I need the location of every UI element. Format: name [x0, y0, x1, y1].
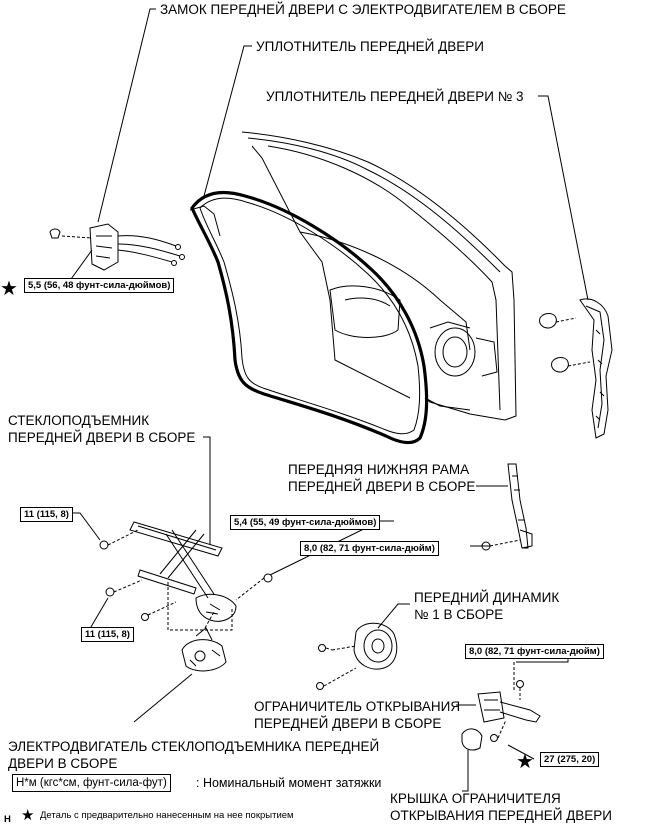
- precoat-star-icon: ★: [21, 806, 35, 824]
- door-checker-assembly: [477, 662, 541, 742]
- label-lower-frame-line1: ПЕРЕДНЯЯ НИЖНЯЯ РАМА: [288, 462, 470, 477]
- leader-lines: [58, 8, 589, 792]
- label-regulator-motor-line1: ЭЛЕКТРОДВИГАТЕЛЬ СТЕКЛОПОДЪЕМНИКА ПЕРЕДН…: [8, 739, 380, 754]
- regulator-motor: [181, 611, 227, 672]
- door-lock-assembly: [49, 223, 185, 271]
- legend-unit-box: Н*м (кгс*см, фунт-сила-фут): [12, 774, 171, 792]
- label-speaker-line1: ПЕРЕДНИЙ ДИНАМИК: [414, 590, 560, 605]
- torque-lock-screw: 5,5 (56, 48 фунт-сила-дюймов): [24, 278, 175, 293]
- label-door-lock: ЗАМОК ПЕРЕДНЕЙ ДВЕРИ С ЭЛЕКТРОДВИГАТЕЛЕМ…: [160, 2, 566, 17]
- torque-lower-frame: 8,0 (82, 71 фунт-сила-дюйм): [300, 541, 439, 556]
- corner-mark: H: [4, 814, 11, 825]
- label-weatherstrip-no3: УПЛОТНИТЕЛЬ ПЕРЕДНЕЙ ДВЕРИ № 3: [266, 89, 524, 104]
- clip-icon: [539, 313, 591, 373]
- label-checker-cover-line2: ОТКРЫВАНИЯ ПЕРЕДНЕЙ ДВЕРИ: [390, 808, 613, 823]
- lower-door-frame: [481, 463, 533, 551]
- label-lower-frame-line2: ПЕРЕДНЕЙ ДВЕРИ В СБОРЕ: [288, 479, 476, 494]
- label-speaker-line2: № 1 В СБОРЕ: [414, 607, 504, 622]
- label-regulator-motor-line2: ДВЕРИ В СБОРЕ: [8, 756, 118, 771]
- torque-regulator-motor: 5,4 (55, 49 фунт-сила-дюймов): [230, 515, 381, 530]
- label-door-weatherstrip: УПЛОТНИТЕЛЬ ПЕРЕДНЕЙ ДВЕРИ: [256, 39, 484, 54]
- torque-regulator-lower: 11 (115, 8): [81, 627, 134, 642]
- bolt-icon: [99, 529, 273, 631]
- precoat-star-icon: ★: [516, 749, 534, 773]
- torque-checker-body: 27 (275, 20): [540, 752, 600, 767]
- legend-precoat-description: Деталь с предварительно нанесенным на не…: [40, 810, 294, 821]
- window-regulator-assembly: [129, 521, 237, 622]
- torque-checker-door: 8,0 (82, 71 фунт-сила-дюйм): [465, 644, 604, 659]
- label-window-regulator-line1: СТЕКЛОПОДЪЕМНИК: [8, 413, 150, 428]
- label-window-regulator-line2: ПЕРЕДНЕЙ ДВЕРИ В СБОРЕ: [8, 430, 196, 445]
- speaker-assembly: [316, 622, 398, 690]
- label-door-checker-line1: ОГРАНИЧИТЕЛЬ ОТКРЫВАНИЯ: [254, 699, 461, 714]
- door-panel: [241, 131, 517, 421]
- label-door-checker-line2: ПЕРЕДНЕЙ ДВЕРИ В СБОРЕ: [254, 716, 442, 731]
- door-weatherstrip: [189, 190, 429, 445]
- precoat-star-icon: ★: [0, 276, 18, 300]
- weatherstrip-no3: [579, 298, 613, 439]
- checker-cover: [461, 728, 483, 751]
- legend-unit-description: : Номинальный момент затяжки: [196, 776, 382, 790]
- torque-regulator-upper: 11 (115, 8): [20, 507, 73, 522]
- label-checker-cover-line1: КРЫШКА ОГРАНИЧИТЕЛЯ: [390, 791, 561, 806]
